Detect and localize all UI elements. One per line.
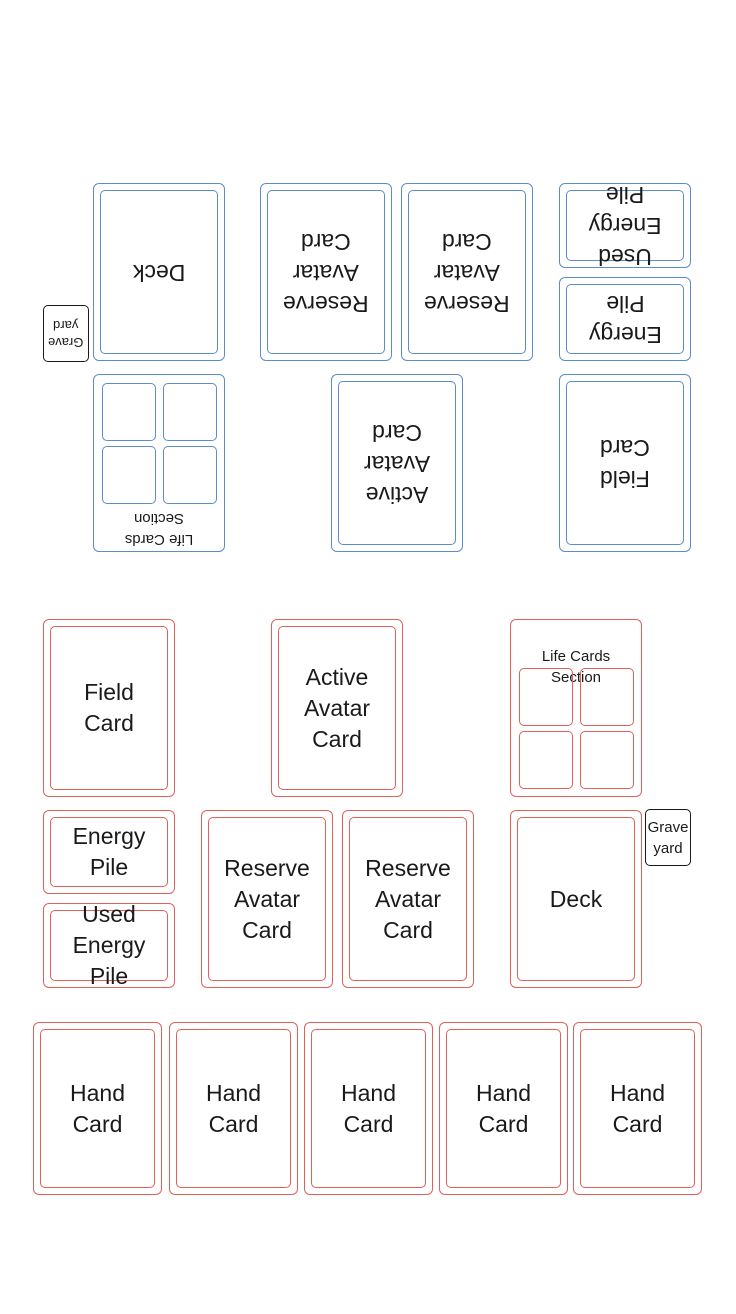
player-graveyard-label: Grave yard — [647, 818, 689, 857]
player-active-avatar-slot[interactable]: Active Avatar Card — [271, 619, 403, 797]
opponent-graveyard-slot[interactable]: Grave yard — [43, 305, 89, 362]
player-deck-slot[interactable]: Deck — [510, 810, 642, 988]
player-used-energy-pile-slot[interactable]: Used Energy Pile — [43, 901, 175, 989]
opponent-life-card-slot[interactable] — [163, 446, 217, 504]
opponent-life-cards-label: Life Cards Section — [124, 510, 194, 548]
opponent-field-card-slot[interactable]: Field Card — [559, 374, 691, 552]
opponent-life-cards-section: Life Cards Section — [93, 374, 225, 552]
opponent-reserve-avatar-slot-1[interactable]: Reserve Avatar Card — [260, 183, 392, 361]
opponent-field-card-label: Field Card — [600, 435, 650, 492]
opponent-life-card-slot[interactable] — [102, 446, 156, 504]
player-reserve-avatar-slot-2[interactable]: Reserve Avatar Card — [342, 810, 474, 988]
opponent-active-avatar-slot[interactable]: Active Avatar Card — [331, 374, 463, 552]
opponent-active-avatar-label: Active Avatar Card — [363, 419, 431, 508]
player-reserve-avatar-label-1: Reserve Avatar Card — [224, 854, 310, 943]
opponent-reserve-avatar-slot-2[interactable]: Reserve Avatar Card — [401, 183, 533, 361]
opponent-energy-pile-slot[interactable]: Energy Pile — [559, 277, 691, 361]
player-life-card-slot[interactable] — [580, 668, 634, 726]
player-life-card-slot[interactable] — [580, 731, 634, 789]
opponent-deck-slot[interactable]: Deck — [93, 183, 225, 361]
player-life-cards-label: Life Cards Section — [541, 648, 611, 686]
opponent-used-energy-pile-slot[interactable]: Used Energy Pile — [559, 182, 691, 270]
hand-card-label: Hand Card — [476, 1079, 531, 1137]
opponent-graveyard-label: Grave yard — [48, 317, 84, 350]
opponent-life-card-slot[interactable] — [102, 383, 156, 441]
player-field-card-slot[interactable]: Field Card — [43, 619, 175, 797]
opponent-energy-pile-label: Energy Pile — [588, 291, 662, 348]
player-hand-card-2[interactable]: Hand Card — [169, 1022, 298, 1195]
player-hand-card-1[interactable]: Hand Card — [33, 1022, 162, 1195]
player-energy-pile-slot[interactable]: Energy Pile — [43, 810, 175, 894]
hand-card-label: Hand Card — [610, 1079, 665, 1137]
player-hand-card-3[interactable]: Hand Card — [304, 1022, 433, 1195]
player-life-card-slot[interactable] — [519, 731, 573, 789]
player-life-card-slot[interactable] — [519, 668, 573, 726]
player-hand-card-5[interactable]: Hand Card — [573, 1022, 702, 1195]
player-energy-pile-label: Energy Pile — [72, 823, 146, 880]
hand-card-label: Hand Card — [70, 1079, 125, 1137]
hand-card-label: Hand Card — [206, 1079, 261, 1137]
opponent-life-card-slot[interactable] — [163, 383, 217, 441]
opponent-reserve-avatar-label-1: Reserve Avatar Card — [283, 228, 369, 317]
player-used-energy-pile-label: Used Energy Pile — [72, 901, 146, 989]
player-active-avatar-label: Active Avatar Card — [303, 663, 371, 752]
player-life-cards-section: Life Cards Section — [510, 619, 642, 797]
player-reserve-avatar-label-2: Reserve Avatar Card — [365, 854, 451, 943]
opponent-reserve-avatar-label-2: Reserve Avatar Card — [424, 228, 510, 317]
player-reserve-avatar-slot-1[interactable]: Reserve Avatar Card — [201, 810, 333, 988]
player-graveyard-slot[interactable]: Grave yard — [645, 809, 691, 866]
player-deck-label: Deck — [549, 885, 603, 912]
player-field-card-label: Field Card — [84, 679, 134, 736]
player-hand-card-4[interactable]: Hand Card — [439, 1022, 568, 1195]
hand-card-label: Hand Card — [341, 1079, 396, 1137]
opponent-deck-label: Deck — [132, 259, 186, 286]
opponent-used-energy-pile-label: Used Energy Pile — [588, 182, 662, 270]
